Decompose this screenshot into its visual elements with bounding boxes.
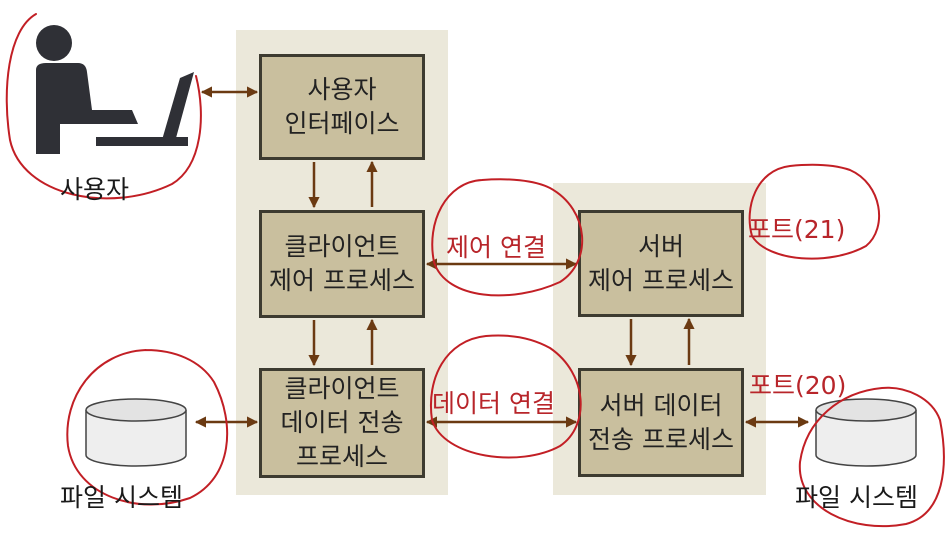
server-data-line-2: 전송 프로세스 [588, 424, 734, 454]
annotation-circle-data-connection [430, 334, 582, 459]
port-20-label: 포트(20) [749, 371, 847, 400]
laptop-icon [96, 72, 194, 146]
client-data-line-2: 데이터 전송 [280, 408, 404, 437]
data-connection-label: 데이터 연결 [432, 389, 555, 418]
server-control-line-1: 서버 [637, 231, 684, 261]
user-icon [36, 25, 138, 154]
user-interface-box: 사용자 인터페이스 [259, 54, 425, 160]
client-data-line-1: 클라이언트 [284, 374, 400, 403]
left-database-icon [85, 398, 187, 467]
client-data-line-3: 프로세스 [295, 442, 388, 471]
port-21-label: 포트(21) [748, 215, 846, 244]
left-filesystem-label: 파일 시스템 [60, 483, 183, 512]
control-connection-label: 제어 연결 [446, 233, 546, 262]
right-filesystem-label: 파일 시스템 [795, 483, 918, 512]
client-data-transfer-process-box: 클라이언트 데이터 전송 프로세스 [259, 368, 425, 478]
client-control-line-1: 클라이언트 [284, 232, 400, 261]
annotation-circle-port-21 [748, 163, 880, 260]
server-data-line-1: 서버 데이터 [599, 390, 723, 420]
annotation-circle-control-connection [431, 178, 584, 297]
annotation-circle-user [5, 13, 202, 200]
right-database-icon [815, 398, 917, 467]
client-control-line-2: 제어 프로세스 [269, 266, 415, 295]
user-label: 사용자 [60, 175, 130, 204]
server-data-transfer-process-box: 서버 데이터 전송 프로세스 [578, 368, 744, 477]
server-control-line-2: 제어 프로세스 [588, 265, 734, 295]
user-interface-line-1: 사용자 [307, 75, 377, 104]
server-control-process-box: 서버 제어 프로세스 [578, 210, 744, 317]
user-interface-line-2: 인터페이스 [284, 109, 400, 138]
client-control-process-box: 클라이언트 제어 프로세스 [259, 210, 425, 318]
annotation-circle-left-filesystem [66, 349, 229, 506]
annotation-circle-right-filesystem [798, 386, 945, 528]
